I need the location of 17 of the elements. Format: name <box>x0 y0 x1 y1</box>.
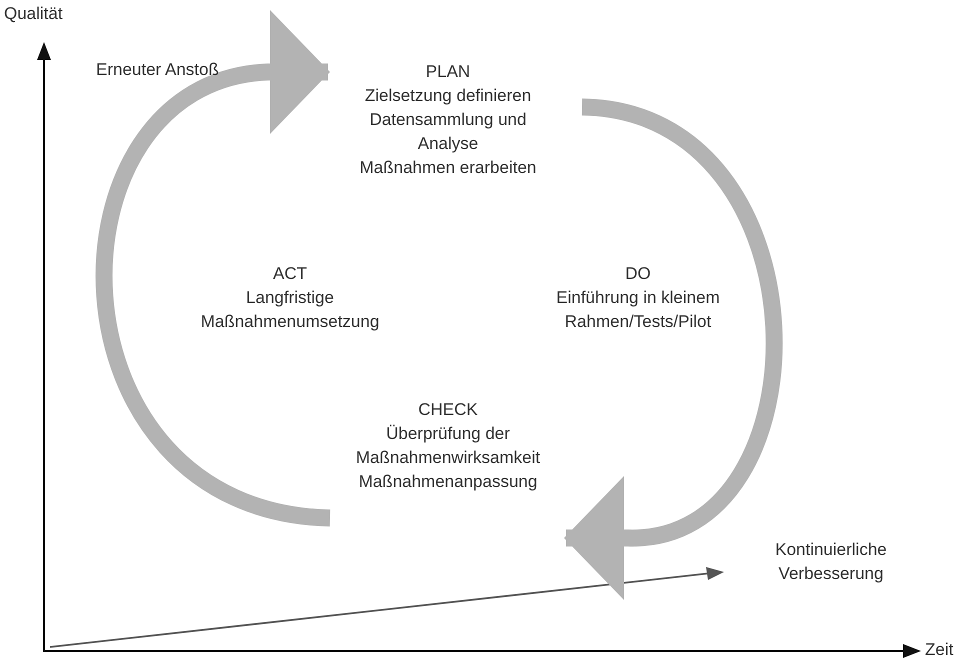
phase-text: Einführung in kleinem Rahmen/Tests/Pilot <box>555 287 721 333</box>
axis-label: Zeit <box>925 639 954 661</box>
phase-text: Zielsetzung definieren <box>364 85 532 107</box>
phase-text: Überprüfung der Maßnahmenwirksamkeit <box>354 423 542 469</box>
note-text: Kontinuierliche Verbesserung <box>774 539 888 585</box>
phase-text: Datensammlung und Analyse <box>368 109 528 155</box>
axis-label: Qualität <box>4 3 64 25</box>
phase-text: Maßnahmenanpassung <box>358 471 538 493</box>
phase-text: Maßnahmen erarbeiten <box>358 157 538 179</box>
cycle-arrow <box>564 98 782 600</box>
phase-title: PLAN <box>424 61 472 83</box>
phase-text: Langfristige Maßnahmenumsetzung <box>200 287 380 333</box>
note-text: Erneuter Anstoß <box>96 59 220 81</box>
cycle-arrow <box>96 10 332 526</box>
phase-title: DO <box>624 263 652 285</box>
phase-title: ACT <box>272 263 308 285</box>
phase-title: CHECK <box>417 399 479 421</box>
